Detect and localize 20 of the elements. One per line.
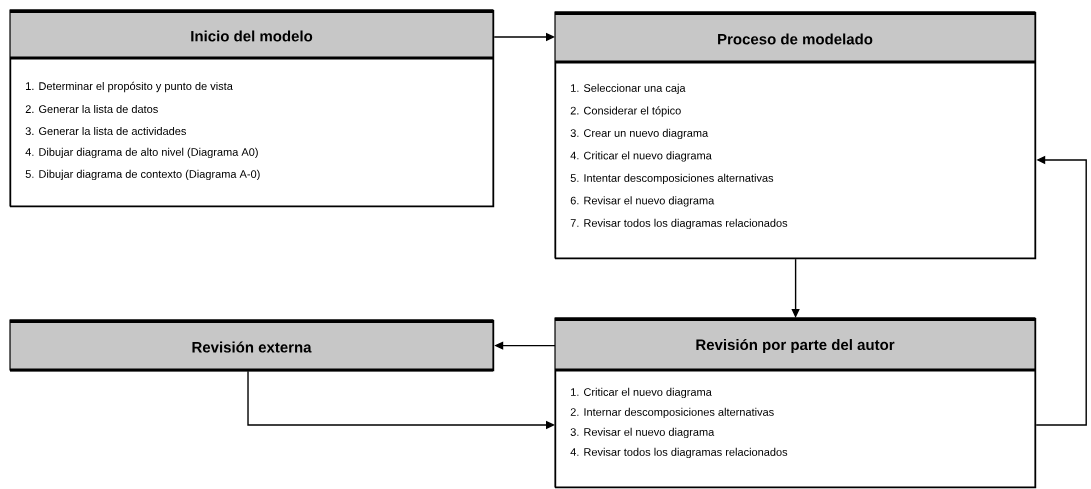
list-item: 1. Determinar el propósito y punto de vista — [26, 81, 233, 93]
list-item: 2. Considerar el tópico — [570, 106, 681, 117]
list-item: 2. Internar descomposiciones alternativas — [570, 407, 774, 419]
list-item: 3. Generar la lista de actividades — [25, 126, 186, 136]
list-item: 1. Seleccionar una caja — [571, 83, 686, 95]
list-item: 4. Dibujar diagrama de alto nivel (Diagrama A0) — [25, 147, 258, 159]
box-heading: Revisión externa — [192, 341, 312, 353]
box-heading: Proceso de modelado — [718, 33, 873, 45]
box-heading: Inicio del modelo — [191, 30, 313, 42]
list-item: 4. Criticar el nuevo diagrama — [570, 151, 712, 162]
list-item: 7. Revisar todos los diagramas relacionados — [570, 218, 788, 230]
list-item: 3. Revisar el nuevo diagrama — [570, 427, 715, 439]
list-item: 1. Criticar el nuevo diagrama — [571, 387, 712, 399]
list-item: 4. Revisar todos los diagramas relacionados — [570, 447, 788, 459]
list-item: 5. Dibujar diagrama de contexto (Diagrama A-0) — [25, 169, 260, 181]
box-heading: Revisión por parte del autor — [696, 338, 895, 354]
list-item: 6. Revisar el nuevo diagrama — [570, 196, 715, 207]
list-item: 5. Intentar descomposiciones alternativas — [570, 173, 774, 185]
list-item: 2. Generar la lista de datos — [25, 104, 158, 114]
list-item: 3. Crear un nuevo diagrama — [570, 128, 709, 140]
